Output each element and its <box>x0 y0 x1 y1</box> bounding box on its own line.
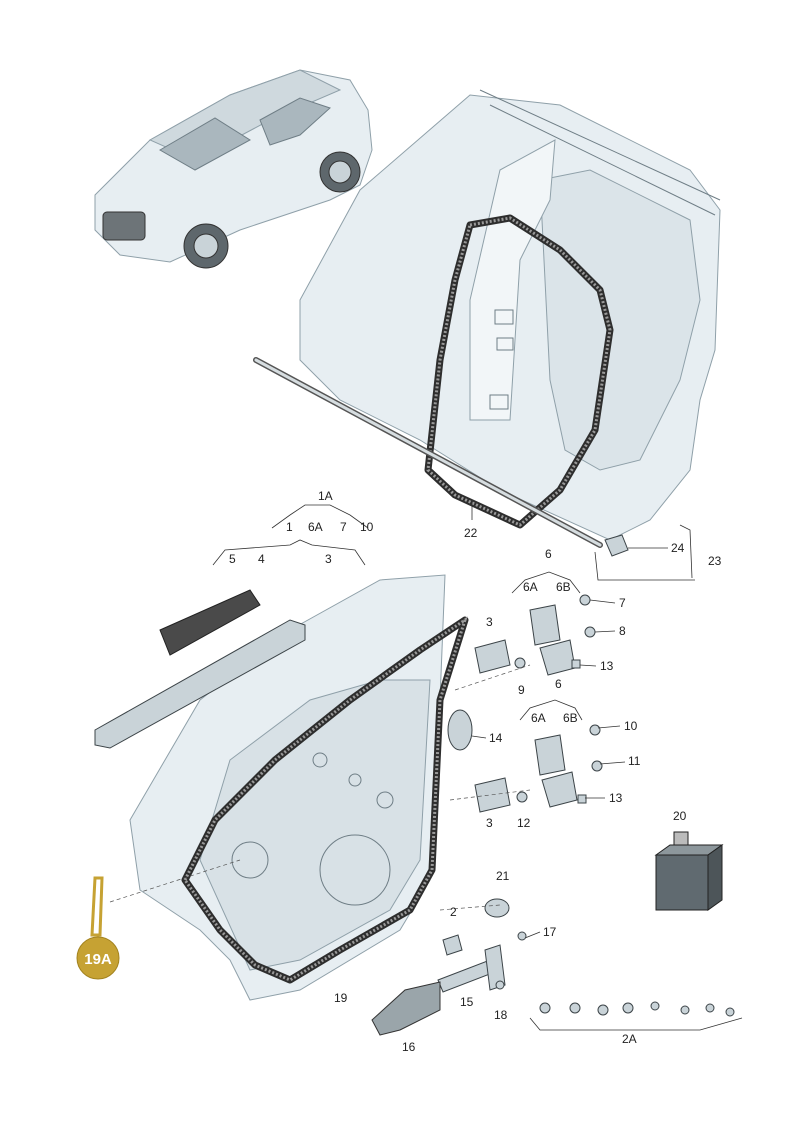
label-6A-a: 6A <box>308 520 323 534</box>
label-8: 8 <box>619 624 626 638</box>
body-shell <box>299 89 721 541</box>
fasteners-2A <box>539 1001 735 1017</box>
leader-lines <box>109 500 743 1031</box>
label-3-hinge-lower: 3 <box>486 816 493 830</box>
strip-4 <box>94 619 306 749</box>
door-seal-19 <box>181 616 469 984</box>
seal-19A <box>90 876 104 937</box>
grommet-21 <box>484 898 510 918</box>
label-1A: 1A <box>318 489 333 503</box>
label-18: 18 <box>494 1008 508 1022</box>
label-9: 9 <box>518 683 525 697</box>
label-17: 17 <box>543 925 557 939</box>
label-16: 16 <box>402 1040 416 1054</box>
car-thumbnail <box>94 69 373 269</box>
label-1: 1 <box>286 520 293 534</box>
label-15: 15 <box>460 995 474 1009</box>
upper-hinge <box>474 594 596 676</box>
bottle-20 <box>654 831 724 911</box>
label-10-a: 10 <box>360 520 374 534</box>
label-23: 23 <box>708 554 722 568</box>
part-14 <box>447 709 473 751</box>
label-24: 24 <box>671 541 685 555</box>
door-panel <box>129 574 446 1001</box>
sill-strip <box>253 357 603 548</box>
label-3-hinge-upper: 3 <box>486 615 493 629</box>
bolt-18 <box>495 980 505 990</box>
foam-pad-5 <box>159 589 261 656</box>
label-12: 12 <box>517 816 531 830</box>
badge-19A: 19A <box>76 936 120 980</box>
label-13-a: 13 <box>600 659 614 673</box>
label-6A-b: 6A <box>523 580 538 594</box>
clip-24 <box>604 534 629 557</box>
label-7: 7 <box>340 520 347 534</box>
label-4: 4 <box>258 552 265 566</box>
label-10-b: 10 <box>624 719 638 733</box>
label-19: 19 <box>334 991 348 1005</box>
label-19A: 19A <box>84 951 112 968</box>
label-2: 2 <box>450 905 457 919</box>
label-6A-c: 6A <box>531 711 546 725</box>
label-11: 11 <box>628 754 641 768</box>
door-check-15 <box>437 944 506 993</box>
label-6-mid: 6 <box>555 677 562 691</box>
door-opening-seal-22 <box>424 214 614 529</box>
label-5: 5 <box>229 552 236 566</box>
bolt-17 <box>517 931 527 941</box>
label-21: 21 <box>496 869 510 883</box>
label-20: 20 <box>673 809 687 823</box>
label-6B-b: 6B <box>563 711 578 725</box>
label-13-b: 13 <box>609 791 623 805</box>
cover-16 <box>371 981 441 1036</box>
label-6B-a: 6B <box>556 580 571 594</box>
part-labels: 1A 1 6A 7 10 5 4 3 22 24 23 6 6A 6B 7 8 … <box>229 489 722 1054</box>
label-2A: 2A <box>622 1032 637 1046</box>
label-22: 22 <box>464 526 478 540</box>
label-3-top: 3 <box>325 552 332 566</box>
buffer-2 <box>442 934 463 956</box>
lower-hinge <box>474 724 603 813</box>
label-14: 14 <box>489 731 503 745</box>
label-6-top: 6 <box>545 547 552 561</box>
label-7-right: 7 <box>619 596 626 610</box>
